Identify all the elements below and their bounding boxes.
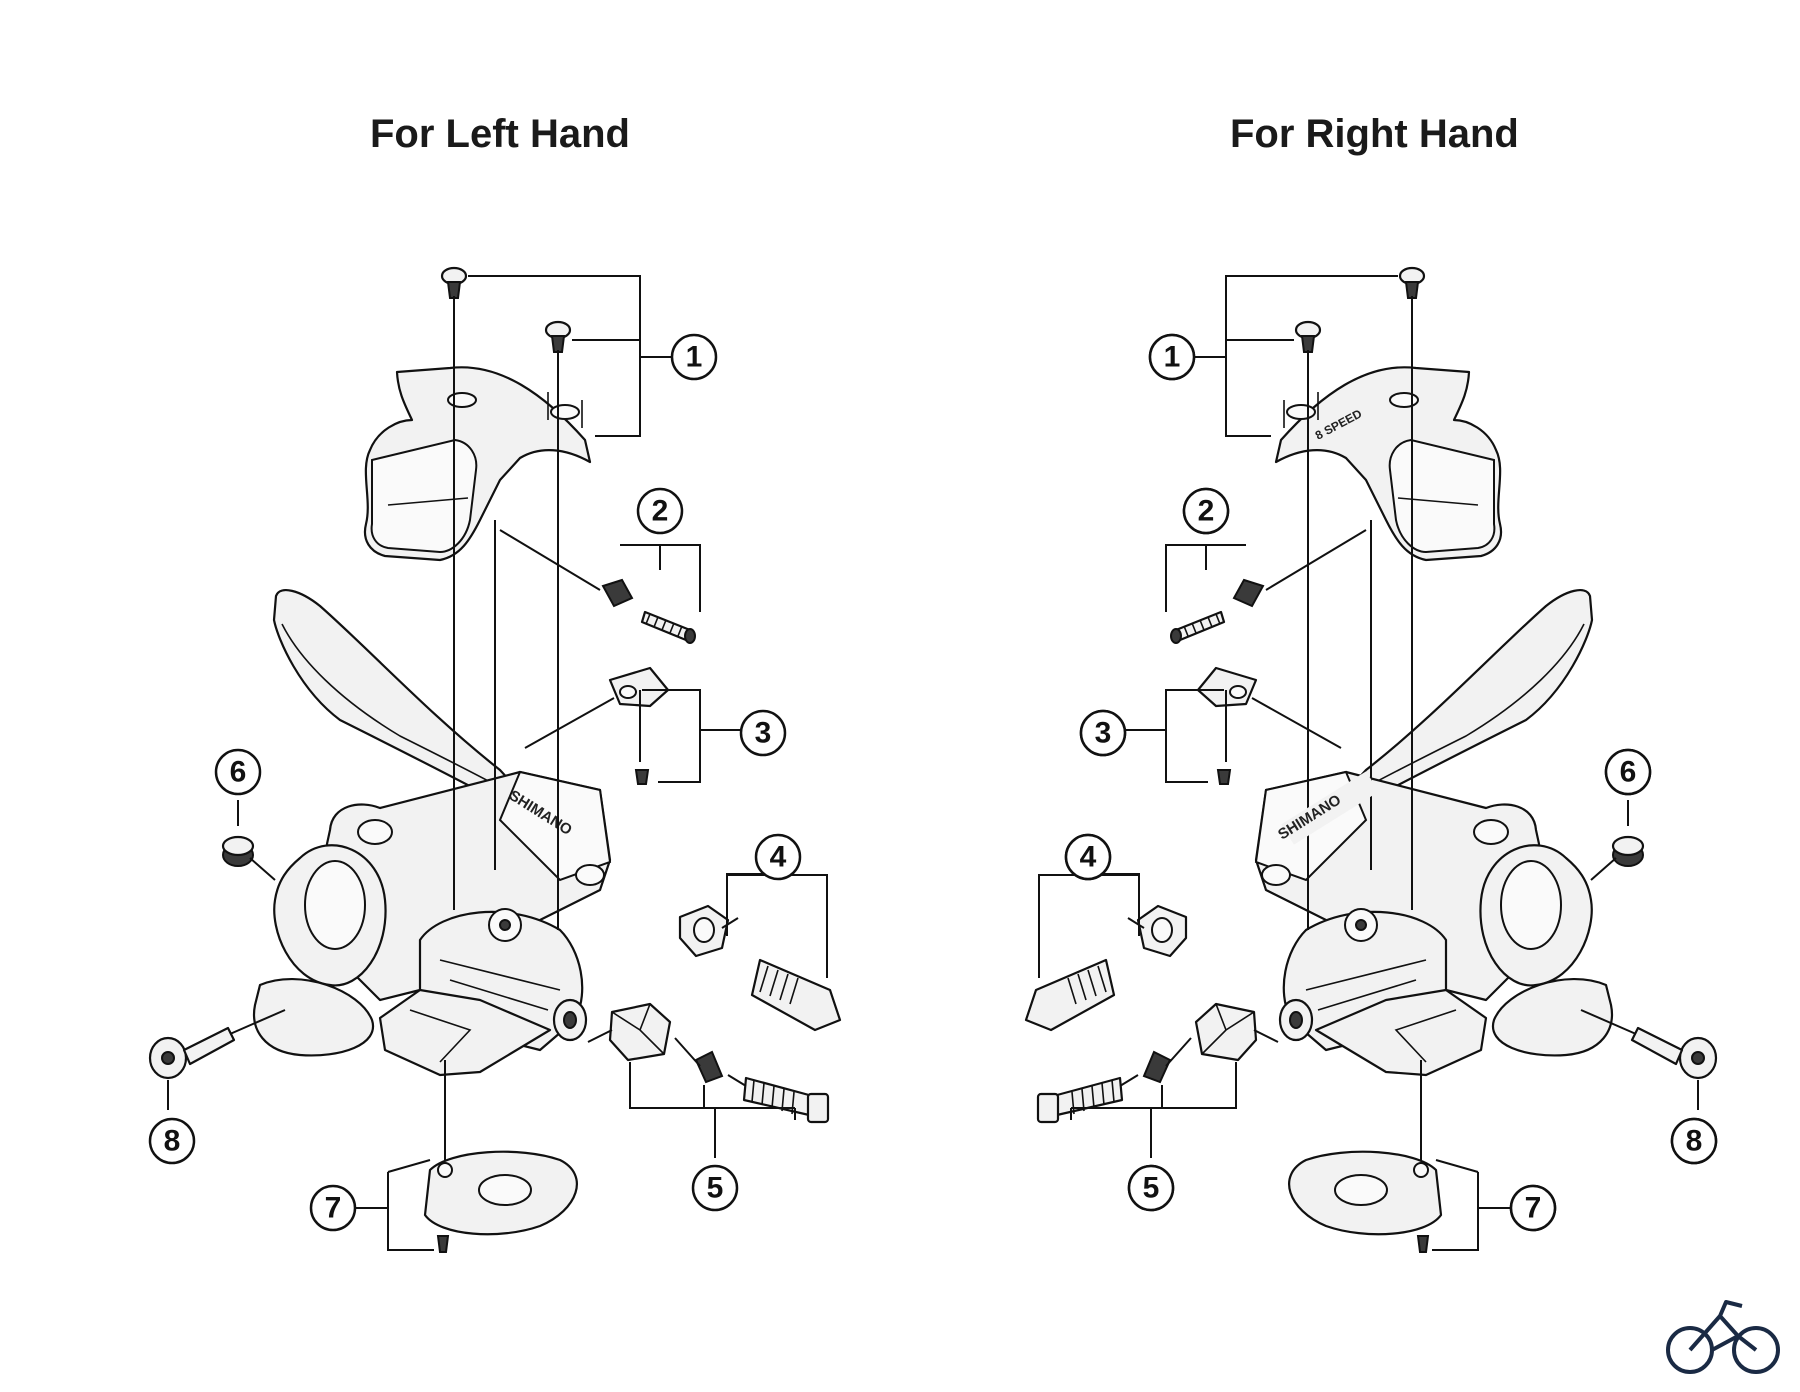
svg-text:1: 1 <box>1164 341 1181 374</box>
svg-text:2: 2 <box>1198 495 1215 528</box>
right-hand-assembly: 1 2 3 4 5 6 7 8 SHIMANO 8 SPEED <box>1024 266 1718 1254</box>
left-hand-assembly <box>148 266 842 1254</box>
svg-text:8: 8 <box>1686 1125 1703 1158</box>
svg-text:5: 5 <box>1143 1172 1160 1205</box>
svg-text:3: 3 <box>1095 717 1112 750</box>
bicycle-icon <box>1666 1300 1780 1374</box>
title-right-hand: For Right Hand <box>1230 112 1519 156</box>
svg-text:4: 4 <box>1080 841 1097 874</box>
svg-text:7: 7 <box>1525 1192 1542 1225</box>
right-callout-labels: 1 2 3 4 5 6 7 8 <box>1064 333 1718 1232</box>
title-left-hand: For Left Hand <box>370 112 630 156</box>
svg-text:6: 6 <box>1620 756 1637 789</box>
